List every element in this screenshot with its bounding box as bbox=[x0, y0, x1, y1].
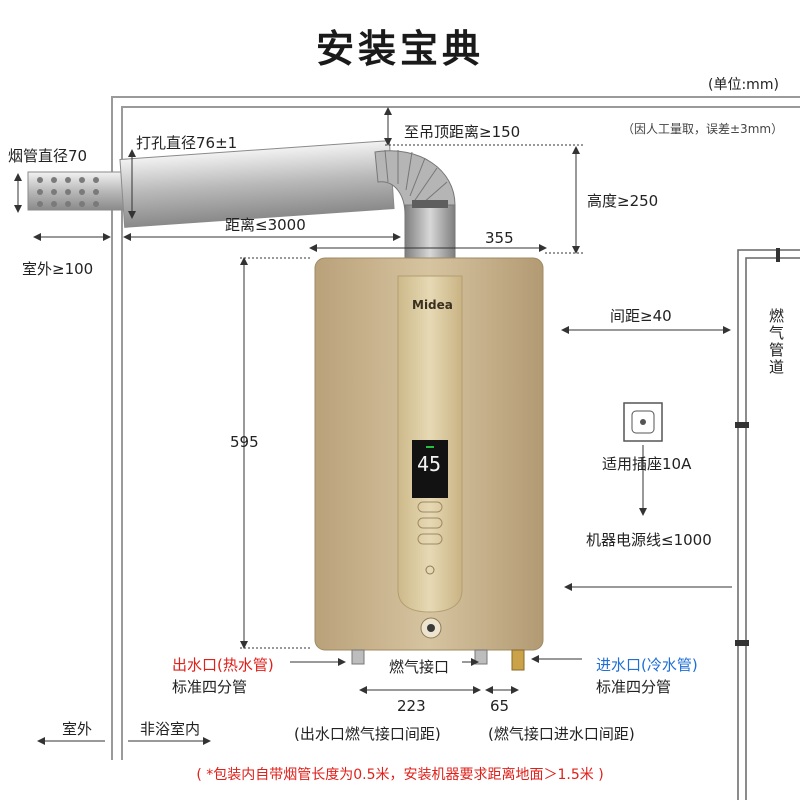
height-595-label: 595 bbox=[230, 433, 259, 451]
unit-label: (单位:mm) bbox=[708, 77, 779, 93]
flue-diameter-label: 烟管直径70 bbox=[8, 147, 88, 165]
width-355-label: 355 bbox=[485, 229, 514, 247]
outdoor-label: 室外 bbox=[62, 720, 93, 738]
hot-spec-label: 标准四分管 bbox=[172, 678, 248, 696]
socket bbox=[623, 402, 663, 516]
cold-inlet-label: 进水口(冷水管) bbox=[596, 656, 698, 674]
hot-outlet-label: 出水口(热水管) bbox=[172, 656, 274, 674]
indoor-label: 非浴室内 bbox=[140, 720, 201, 738]
page-title: 安装宝典 bbox=[315, 27, 484, 71]
cold-spec-label: 标准四分管 bbox=[596, 678, 672, 696]
water-heater bbox=[314, 257, 544, 671]
distance-3000-label: 距离≤3000 bbox=[225, 216, 306, 234]
desc-223-label: (出水口燃气接口间距) bbox=[294, 725, 441, 743]
gas-inlet-label: 燃气接口 bbox=[389, 658, 450, 676]
flue-pipe bbox=[27, 140, 456, 261]
brand-logo: Midea bbox=[412, 298, 453, 312]
gas-pipe-label: 燃气管道 bbox=[767, 308, 785, 376]
gap-40-label: 间距≥40 bbox=[610, 307, 672, 325]
desc-65-label: (燃气接口进水口间距) bbox=[488, 725, 635, 743]
ceiling-distance-label: 至吊顶距离≥150 bbox=[404, 123, 521, 141]
gas-pipe bbox=[735, 248, 800, 800]
outdoor-100-label: 室外≥100 bbox=[22, 260, 94, 278]
temperature-display: 45 bbox=[417, 452, 442, 476]
footnote: ( *包装内自带烟管长度为0.5米，安装机器要求距离地面＞1.5米 ) bbox=[196, 767, 604, 783]
dist-65-label: 65 bbox=[490, 697, 510, 715]
measure-note: （因人工量取，误差±3mm） bbox=[622, 122, 784, 136]
wall bbox=[111, 96, 800, 760]
socket-label: 适用插座10A bbox=[602, 455, 692, 473]
hole-diameter-label: 打孔直径76±1 bbox=[136, 134, 238, 152]
height-250-label: 高度≥250 bbox=[587, 192, 659, 210]
power-cord-label: 机器电源线≤1000 bbox=[586, 531, 712, 549]
dimension-lines bbox=[14, 107, 732, 745]
dist-223-label: 223 bbox=[397, 697, 426, 715]
